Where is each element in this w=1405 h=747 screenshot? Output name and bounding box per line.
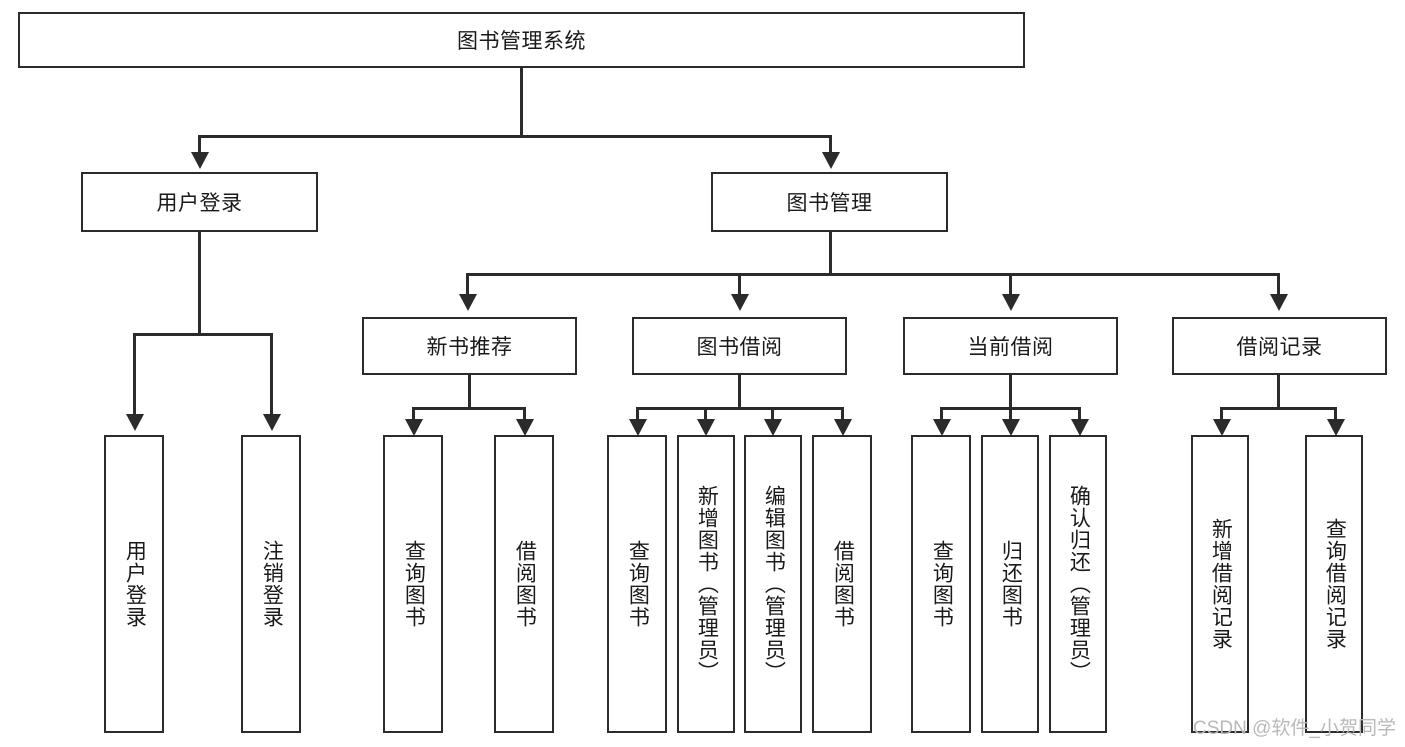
arrowhead-new-book-leaf-1 (405, 419, 423, 436)
connector-new-book-stem (468, 375, 471, 410)
node-book-management[interactable]: 图书管理 (711, 172, 948, 232)
node-label: 确认归还（管理员） (1067, 485, 1091, 683)
connector-book-mgmt-to-record (1277, 273, 1280, 299)
node-label: 图书管理系统 (457, 30, 586, 53)
node-label: 借阅图书 (831, 540, 855, 628)
connector-current-borrow-leaf-1 (940, 407, 943, 427)
leaf-new-book-recommend-1[interactable]: 查询图书 (383, 435, 443, 733)
connector-user-login-stem (198, 232, 201, 336)
arrowhead-book-borrow-leaf-2 (697, 419, 715, 436)
arrowhead-user-login-leaf-1 (126, 414, 144, 431)
leaf-book-borrow-2[interactable]: 新增图书（管理员） (677, 435, 735, 733)
connector-book-borrow-leaf-1 (636, 407, 639, 427)
node-label: 编辑图书（管理员） (762, 485, 786, 683)
connector-root-to-user-login (198, 135, 201, 160)
leaf-book-borrow-3[interactable]: 编辑图书（管理员） (744, 435, 802, 733)
connector-user-login-leaf-1 (133, 333, 136, 417)
connector-current-borrow-leaf-3 (1078, 407, 1081, 427)
node-label: 图书管理 (786, 192, 873, 215)
leaf-current-borrow-1[interactable]: 查询图书 (911, 435, 971, 733)
connector-user-login-leaf-2 (270, 333, 273, 417)
node-label: 查询图书 (402, 540, 426, 628)
arrowhead-book-borrow-leaf-1 (629, 419, 647, 436)
leaf-user-login-2[interactable]: 注销登录 (241, 435, 301, 733)
node-root-book-management-system[interactable]: 图书管理系统 (18, 12, 1025, 68)
arrowhead-current-borrow-leaf-2 (1002, 419, 1020, 436)
node-label: 图书借阅 (696, 336, 783, 359)
arrowhead-book-mgmt-to-record (1270, 294, 1288, 311)
connector-book-borrow-leaf-3 (771, 407, 774, 427)
node-borrow-record[interactable]: 借阅记录 (1172, 317, 1387, 375)
leaf-new-book-recommend-2[interactable]: 借阅图书 (494, 435, 554, 733)
node-label: 借阅图书 (513, 540, 537, 628)
node-label: 借阅记录 (1236, 336, 1323, 359)
node-book-borrow[interactable]: 图书借阅 (632, 317, 847, 375)
connector-root-to-book-mgmt (829, 135, 832, 160)
arrowhead-new-book-leaf-2 (516, 419, 534, 436)
node-label: 当前借阅 (967, 336, 1054, 359)
connector-new-book-leaf-2 (523, 407, 526, 427)
node-label: 新增图书（管理员） (695, 485, 719, 683)
arrowhead-root-to-book-mgmt (822, 152, 840, 169)
node-label: 用户登录 (123, 540, 147, 628)
leaf-book-borrow-1[interactable]: 查询图书 (607, 435, 667, 733)
node-label: 查询借阅记录 (1323, 518, 1347, 650)
connector-current-borrow-leaf-2 (1009, 407, 1012, 427)
connector-book-mgmt-to-new-book (466, 273, 469, 299)
node-label: 新增借阅记录 (1209, 518, 1233, 650)
connector-root-bar (198, 135, 832, 138)
connector-user-login-bar (133, 333, 273, 336)
arrowhead-book-mgmt-to-new-book (459, 294, 477, 311)
node-user-login[interactable]: 用户登录 (81, 172, 318, 232)
connector-borrow-record-leaf-1 (1220, 407, 1223, 427)
arrowhead-user-login-leaf-2 (263, 414, 281, 431)
node-label: 归还图书 (999, 540, 1023, 628)
leaf-current-borrow-3[interactable]: 确认归还（管理员） (1049, 435, 1107, 733)
node-label: 查询图书 (626, 540, 650, 628)
node-current-borrow[interactable]: 当前借阅 (903, 317, 1118, 375)
connector-new-book-bar (412, 407, 526, 410)
connector-new-book-leaf-1 (412, 407, 415, 427)
connector-book-borrow-bar (636, 407, 844, 410)
connector-book-mgmt-to-current (1009, 273, 1012, 299)
connector-borrow-record-bar (1220, 407, 1337, 410)
node-label: 查询图书 (930, 540, 954, 628)
connector-book-mgmt-to-borrow (738, 273, 741, 299)
arrowhead-root-to-user-login (191, 152, 209, 169)
arrowhead-borrow-record-leaf-1 (1213, 419, 1231, 436)
node-new-book-recommend[interactable]: 新书推荐 (362, 317, 577, 375)
connector-book-mgmt-bar (466, 273, 1278, 276)
node-label: 新书推荐 (426, 336, 513, 359)
arrowhead-current-borrow-leaf-3 (1071, 419, 1089, 436)
leaf-borrow-record-1[interactable]: 新增借阅记录 (1191, 435, 1249, 733)
leaf-book-borrow-4[interactable]: 借阅图书 (812, 435, 872, 733)
arrowhead-book-borrow-leaf-4 (834, 419, 852, 436)
leaf-borrow-record-2[interactable]: 查询借阅记录 (1305, 435, 1363, 733)
leaf-user-login-1[interactable]: 用户登录 (104, 435, 164, 733)
arrowhead-borrow-record-leaf-2 (1327, 419, 1345, 436)
node-label: 注销登录 (260, 540, 284, 628)
arrowhead-current-borrow-leaf-1 (933, 419, 951, 436)
connector-book-borrow-stem (738, 375, 741, 410)
connector-book-borrow-leaf-2 (704, 407, 707, 427)
arrowhead-book-borrow-leaf-3 (764, 419, 782, 436)
node-label: 用户登录 (156, 192, 243, 215)
connector-current-borrow-stem (1009, 375, 1012, 410)
arrowhead-book-mgmt-to-borrow (731, 294, 749, 311)
arrowhead-book-mgmt-to-current (1002, 294, 1020, 311)
connector-book-mgmt-stem (829, 232, 832, 276)
connector-borrow-record-leaf-2 (1334, 407, 1337, 427)
connector-book-borrow-leaf-4 (841, 407, 844, 427)
leaf-current-borrow-2[interactable]: 归还图书 (981, 435, 1039, 733)
connector-root-stem (520, 68, 523, 138)
connector-borrow-record-stem (1277, 375, 1280, 410)
